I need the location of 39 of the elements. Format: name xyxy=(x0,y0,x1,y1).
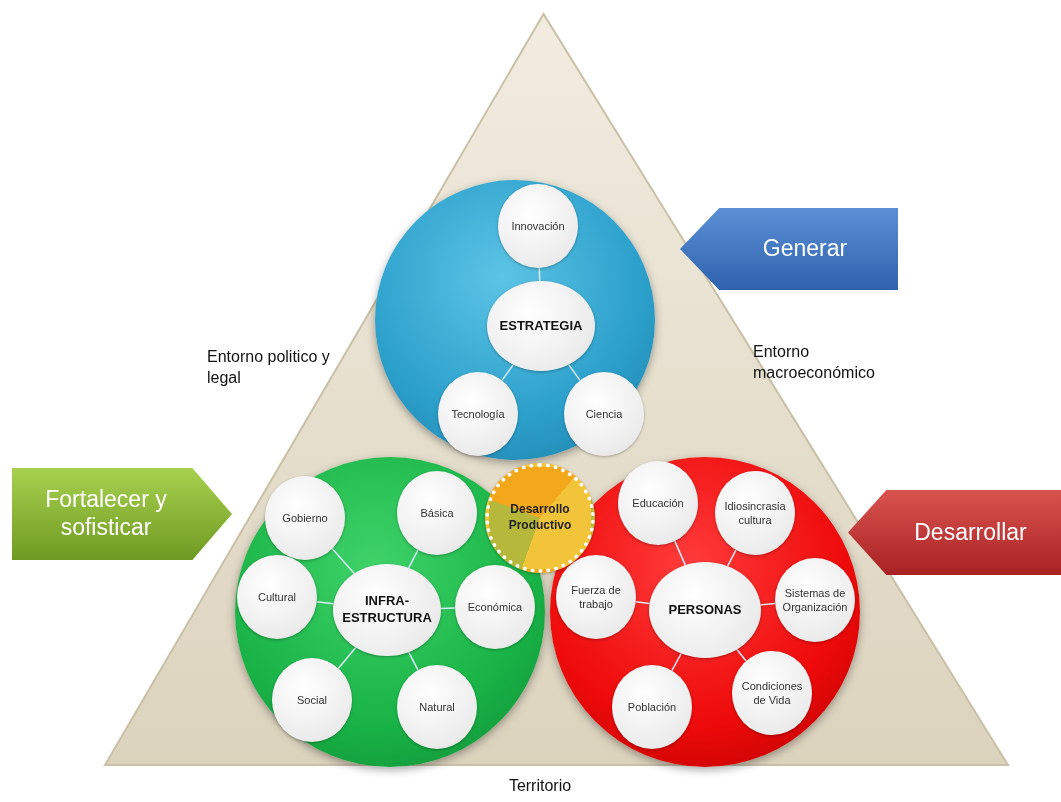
arrow-banner: Desarrollar xyxy=(848,490,1061,575)
concept-bubble: Natural xyxy=(397,665,477,749)
connector-line xyxy=(759,602,776,606)
arrow-banner: Generar xyxy=(680,208,898,290)
connector-line xyxy=(671,652,682,672)
connector-line xyxy=(337,646,357,670)
concept-bubble: Fuerza de trabajo xyxy=(556,555,636,639)
concept-bubble: Condiciones de Vida xyxy=(732,651,812,735)
core-concept-bubble: INFRA- ESTRUCTURA xyxy=(333,564,441,656)
side-label: Entorno macroeconómico xyxy=(753,342,876,383)
concept-bubble: Sistemas de Organización xyxy=(775,558,855,642)
concept-bubble: Gobierno xyxy=(265,476,345,560)
connector-line xyxy=(674,540,687,566)
concept-bubble: Básica xyxy=(397,471,477,555)
core-concept-bubble: ESTRATEGIA xyxy=(487,281,595,371)
connector-line xyxy=(567,363,581,382)
connector-line xyxy=(315,600,335,605)
concept-bubble: Ciencia xyxy=(564,372,644,456)
concept-bubble: Económica xyxy=(455,565,535,649)
connector-line xyxy=(736,648,747,662)
connector-line xyxy=(440,607,456,610)
side-label: Entorno politico y legal xyxy=(207,347,331,388)
connector-line xyxy=(501,363,515,382)
connector-line xyxy=(634,600,651,605)
connector-line xyxy=(331,547,356,575)
concept-bubble: Educación xyxy=(618,461,698,545)
concept-bubble: Innovación xyxy=(498,184,578,268)
concept-bubble: Idiosincrasia cultura xyxy=(715,471,795,555)
connector-line xyxy=(407,651,419,671)
connector-line xyxy=(726,549,737,567)
concept-bubble: Social xyxy=(272,658,352,742)
connector-line xyxy=(407,549,419,569)
concept-bubble: Tecnología xyxy=(438,372,518,456)
core-concept-bubble: PERSONAS xyxy=(649,562,761,658)
concept-bubble: Población xyxy=(612,665,692,749)
concept-bubble: Cultural xyxy=(237,555,317,639)
arrow-banner: Fortalecer y sofisticar xyxy=(12,468,232,560)
connector-line xyxy=(538,267,541,282)
base-label: Territorio xyxy=(507,776,573,796)
